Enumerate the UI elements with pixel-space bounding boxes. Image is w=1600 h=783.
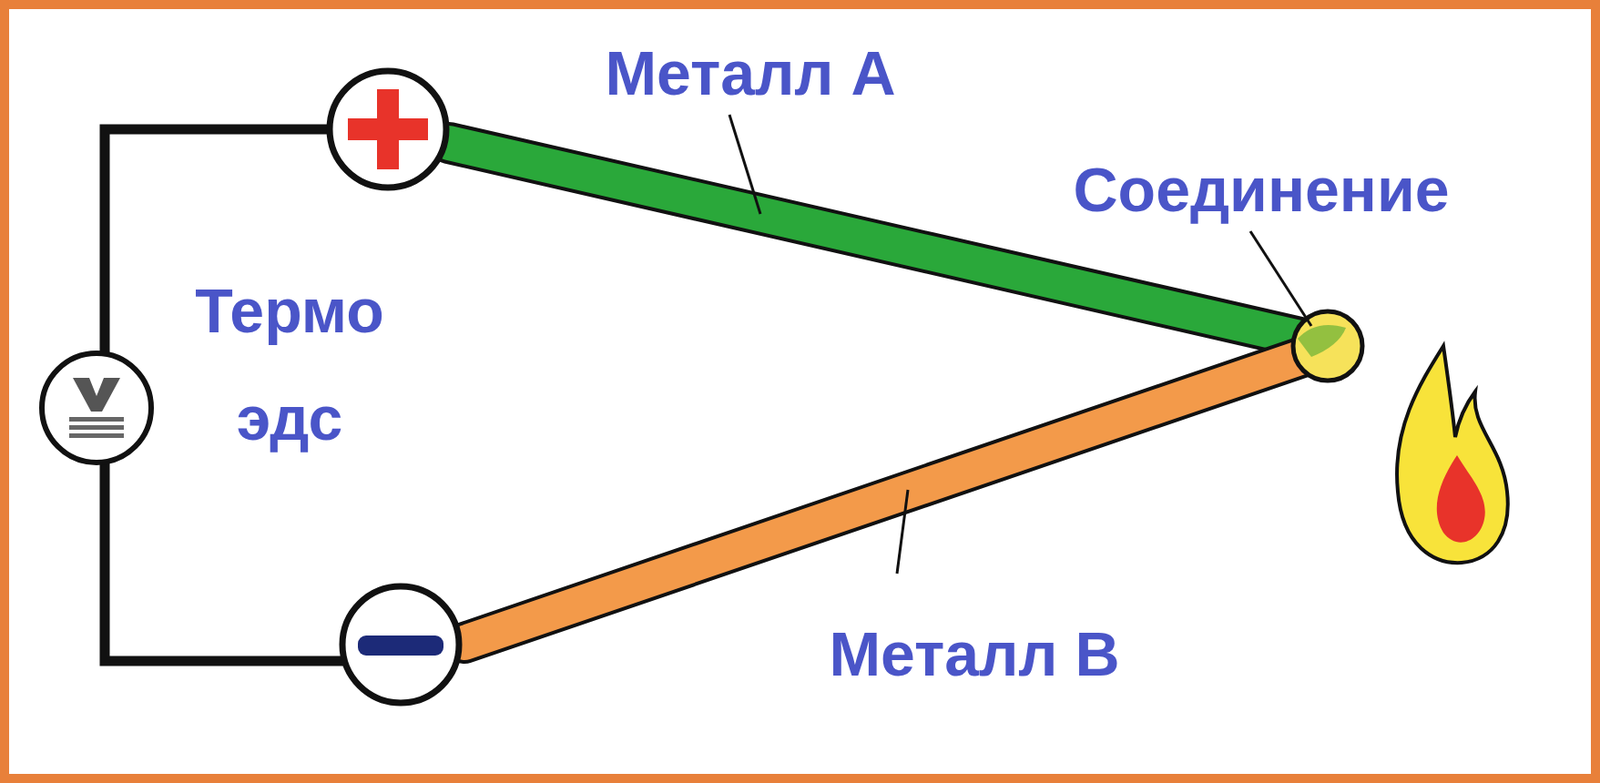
part-label: Металл A — [604, 41, 896, 104]
voltmeter-scale — [69, 417, 124, 439]
leader-line — [1250, 231, 1312, 327]
leader-line — [896, 489, 908, 574]
part-label: Металл B — [828, 622, 1120, 685]
voltmeter — [41, 353, 152, 463]
voltmeter-v-symbol — [72, 377, 121, 412]
junction — [1293, 311, 1363, 381]
metal-b-bar — [464, 352, 1316, 643]
part-label: Термо эдс — [152, 256, 427, 472]
minus-sign — [357, 635, 444, 656]
plus-terminal — [329, 71, 447, 188]
flame-core — [1436, 455, 1486, 543]
leader-line — [729, 114, 761, 215]
frame — [4, 4, 1596, 779]
plus-sign — [347, 89, 429, 170]
flame — [1396, 346, 1509, 563]
wire — [104, 462, 345, 662]
part-label: Соединение — [1072, 158, 1449, 221]
junction-blend — [1297, 325, 1346, 357]
minus-terminal — [342, 586, 459, 704]
metal-b-outline — [464, 352, 1316, 643]
